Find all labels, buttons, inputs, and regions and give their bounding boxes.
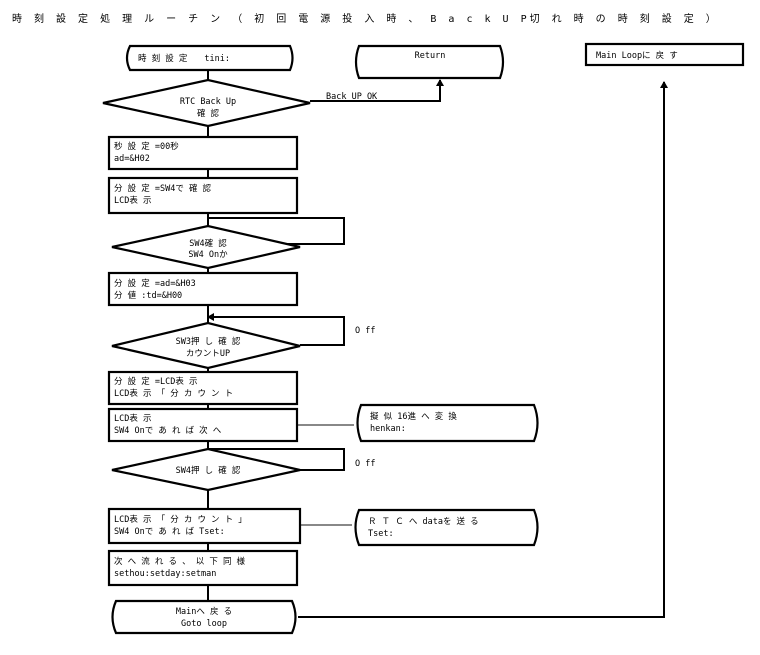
decision-rtc-check-line1: RTC Back Up <box>180 97 236 107</box>
process-sec-set-line2: ad=&H02 <box>114 154 150 164</box>
process-min-set-lcd-line2: LCD表 示 「 分 カ ウ ン ト <box>114 388 233 399</box>
decision-rtc-check: RTC Back Up 確 認 <box>102 78 311 128</box>
label-back-up-ok: Back UP OK <box>326 92 378 102</box>
node-goto-main: Mainへ 戻 る Goto loop <box>111 599 297 635</box>
decision-sw3-check-line1: SW3押 し 確 認 <box>176 336 241 347</box>
node-main-loop: Main Loopに 戻 す <box>584 42 745 67</box>
decision-sw4-press: SW4押 し 確 認 <box>111 447 301 492</box>
node-henkan: 擬 似 16進 へ 変 換 henkan: <box>356 403 539 443</box>
process-min-set-lcd-line1: 分 設 定 =LCD表 示 <box>114 376 197 387</box>
node-start: 時 刻 設 定 tini: <box>125 44 294 72</box>
process-sec-set-line1: 秒 設 定 =00秒 <box>114 141 179 152</box>
decision-sw3-check: SW3押 し 確 認 カウントUP <box>111 321 301 370</box>
process-lcd-tset: LCD表 示 「 分 カ ウ ン ト 」 SW4 Onで あ れ ば Tset: <box>107 507 302 545</box>
node-rtc-send: Ｒ Ｔ Ｃ へ dataを 送 る Tset: <box>354 508 539 547</box>
label-off-1: O ff <box>355 326 375 336</box>
node-henkan-line1: 擬 似 16進 へ 変 換 <box>370 411 457 422</box>
node-rtc-send-line2: Tset: <box>368 529 394 539</box>
process-lcd-tset-line2: SW4 Onで あ れ ば Tset: <box>114 527 225 537</box>
node-return-label: Return <box>415 51 446 61</box>
process-min-set-ad: 分 設 定 =ad=&H03 分 値 :td=&H00 <box>107 271 299 307</box>
node-goto-main-line2: Goto loop <box>181 619 227 629</box>
process-next-flow-line1: 次 へ 流 れ る 、 以 下 同 様 <box>114 556 246 567</box>
process-sec-set: 秒 設 定 =00秒 ad=&H02 <box>107 135 299 171</box>
process-lcd-sw4-next-line2: SW4 Onで あ れ ば 次 へ <box>114 425 222 436</box>
decision-sw4-check: SW4確 認 SW4 Onか <box>111 224 301 270</box>
process-min-set-sw4: 分 設 定 =SW4で 確 認 LCD表 示 <box>107 176 299 215</box>
decision-sw4-check-line1: SW4確 認 <box>189 238 227 249</box>
node-return: Return <box>354 44 505 80</box>
decision-sw4-check-line2: SW4 Onか <box>188 250 228 260</box>
process-next-flow-line2: sethou:setday:setman <box>114 569 216 579</box>
process-min-set-sw4-line2: LCD表 示 <box>114 195 151 206</box>
page-title: 時 刻 設 定 処 理 ル ー チ ン （ 初 回 電 源 投 入 時 、 B … <box>12 14 719 25</box>
process-lcd-sw4-next-line1: LCD表 示 <box>114 413 151 424</box>
process-min-set-ad-line2: 分 値 :td=&H00 <box>114 290 182 301</box>
decision-sw3-check-line2: カウントUP <box>186 349 230 359</box>
node-start-label: 時 刻 設 定 tini: <box>138 53 230 64</box>
node-goto-main-line1: Mainへ 戻 る <box>176 606 232 617</box>
node-rtc-send-line1: Ｒ Ｔ Ｃ へ dataを 送 る <box>368 516 479 527</box>
connectors <box>207 70 668 618</box>
process-min-set-lcd: 分 設 定 =LCD表 示 LCD表 示 「 分 カ ウ ン ト <box>107 370 299 406</box>
node-henkan-line2: henkan: <box>370 424 406 434</box>
decision-rtc-check-line2: 確 認 <box>197 108 220 119</box>
node-main-loop-label: Main Loopに 戻 す <box>596 50 678 61</box>
process-lcd-tset-line1: LCD表 示 「 分 カ ウ ン ト 」 <box>114 514 247 525</box>
decision-sw4-press-label: SW4押 し 確 認 <box>176 465 241 476</box>
process-min-set-sw4-line1: 分 設 定 =SW4で 確 認 <box>114 183 212 194</box>
process-min-set-ad-line1: 分 設 定 =ad=&H03 <box>114 278 196 289</box>
label-off-2: O ff <box>355 459 375 469</box>
process-lcd-sw4-next: LCD表 示 SW4 Onで あ れ ば 次 へ <box>107 407 299 443</box>
process-next-flow: 次 へ 流 れ る 、 以 下 同 様 sethou:setday:setman <box>107 549 299 587</box>
